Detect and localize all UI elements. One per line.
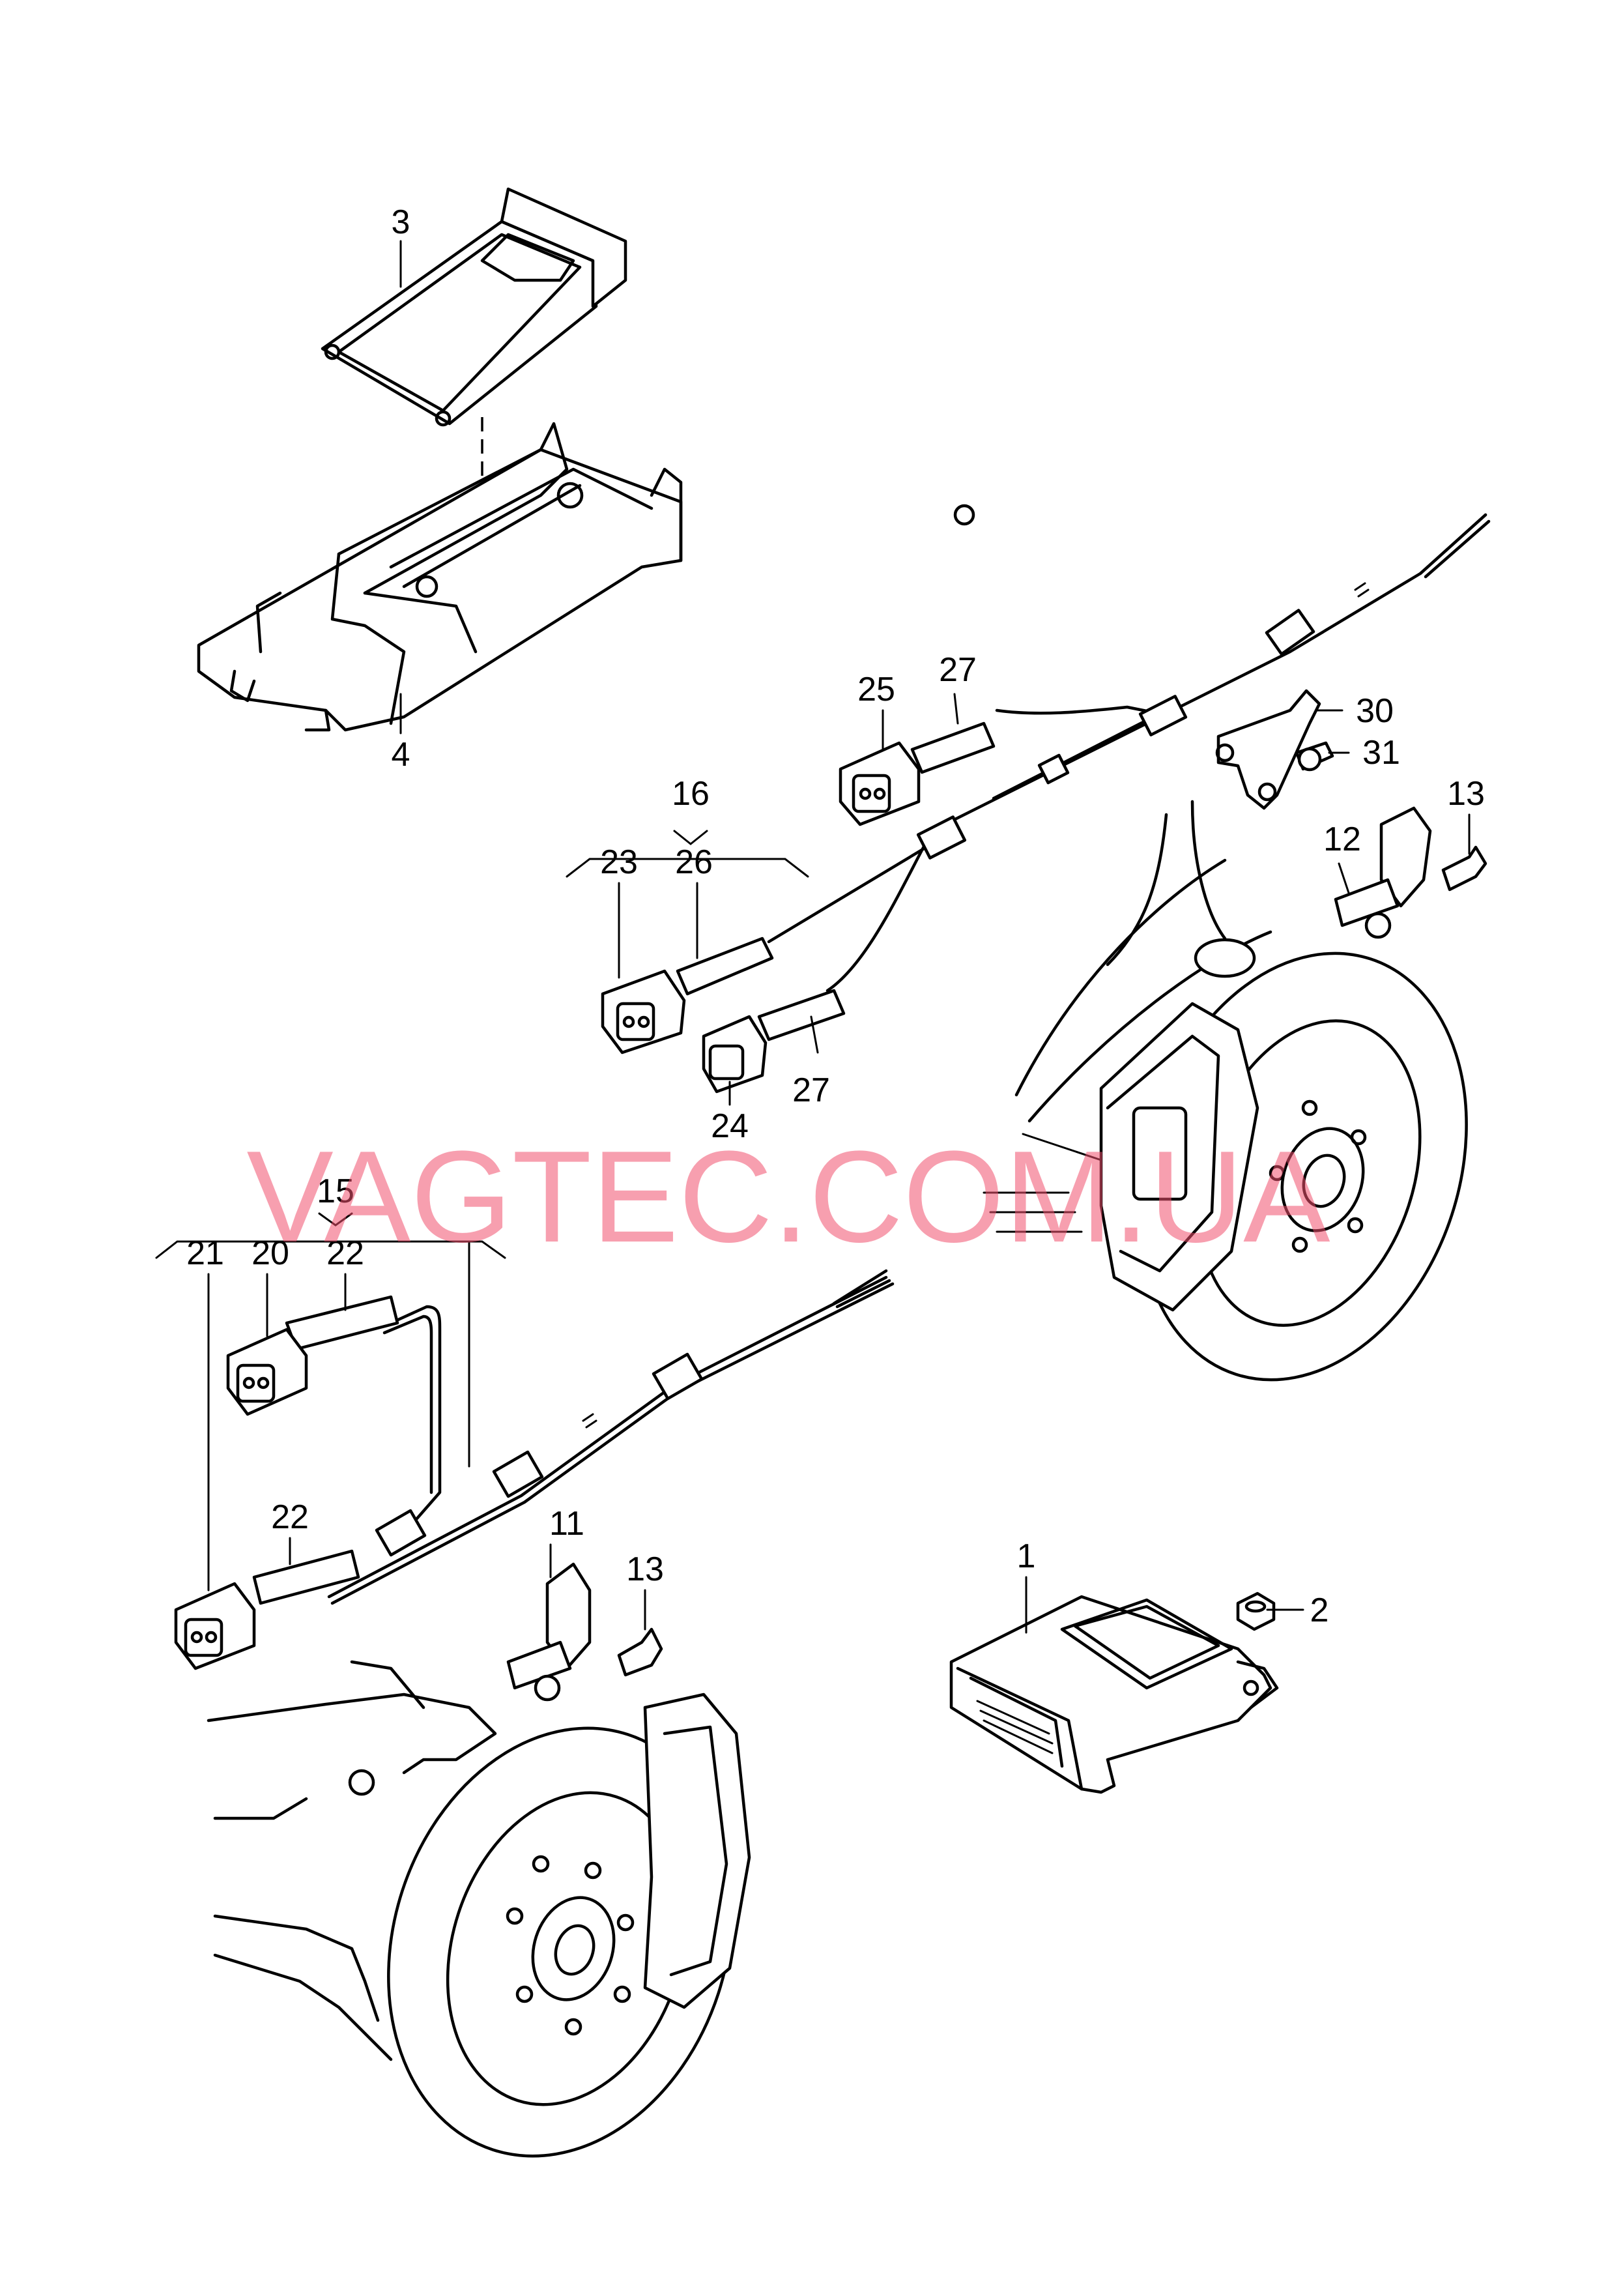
group-bracket-16 [566, 858, 809, 878]
part-16-front-harness [601, 513, 1491, 1094]
front-brake-assembly [983, 800, 1468, 1382]
callout-24: 24 [711, 1107, 749, 1145]
callout-27-top: 27 [939, 651, 977, 689]
part-4-mounting-bracket [197, 422, 975, 732]
part-31-bolt [1295, 741, 1334, 772]
connector-24 [702, 1015, 768, 1094]
part-11-speed-sensor [506, 1562, 592, 1702]
part-30-bracket [1215, 689, 1321, 810]
callout-12: 12 [1323, 821, 1361, 858]
callout-27-bottom: 27 [792, 1071, 830, 1109]
callout-13-bottom: 13 [626, 1550, 664, 1588]
callout-3: 3 [392, 203, 410, 241]
leader-lines [207, 240, 1471, 1634]
part-12-speed-sensor [1334, 806, 1432, 939]
callout-20: 20 [251, 1234, 289, 1272]
callout-22-top: 22 [326, 1234, 364, 1272]
part-15-rear-harness [174, 1269, 895, 1670]
callout-labels: 3 4 16 23 26 25 27 27 24 30 31 12 13 15 … [186, 203, 1485, 1629]
corrugated-tube [676, 721, 996, 1041]
rear-brake-assembly [207, 1660, 751, 2158]
callout-16: 16 [672, 775, 710, 813]
callout-1: 1 [1017, 1537, 1036, 1575]
callout-2: 2 [1310, 1591, 1329, 1629]
callout-31: 31 [1362, 734, 1400, 772]
callout-4: 4 [392, 736, 410, 774]
callout-21: 21 [186, 1234, 224, 1272]
callout-30: 30 [1356, 692, 1394, 730]
group-bracket-15 [155, 1240, 506, 1259]
part-1-control-unit [949, 1595, 1279, 1794]
callout-22-bottom: 22 [271, 1498, 309, 1536]
watermark: VAGTEC.COM.UA [246, 1124, 1330, 1270]
callout-23: 23 [600, 843, 638, 881]
callout-15: 15 [317, 1172, 354, 1210]
callout-26: 26 [675, 843, 713, 881]
connector-21 [174, 1582, 256, 1670]
part-2-nut [1236, 1591, 1276, 1631]
part-3-control-plate [321, 187, 627, 427]
callout-25: 25 [857, 671, 895, 708]
callout-13-top: 13 [1447, 775, 1485, 813]
connector-25 [839, 741, 921, 826]
connector-20 [226, 1328, 308, 1416]
connector-23 [601, 969, 686, 1054]
callout-11: 11 [549, 1505, 584, 1543]
part-13-bolt [617, 845, 1487, 1677]
